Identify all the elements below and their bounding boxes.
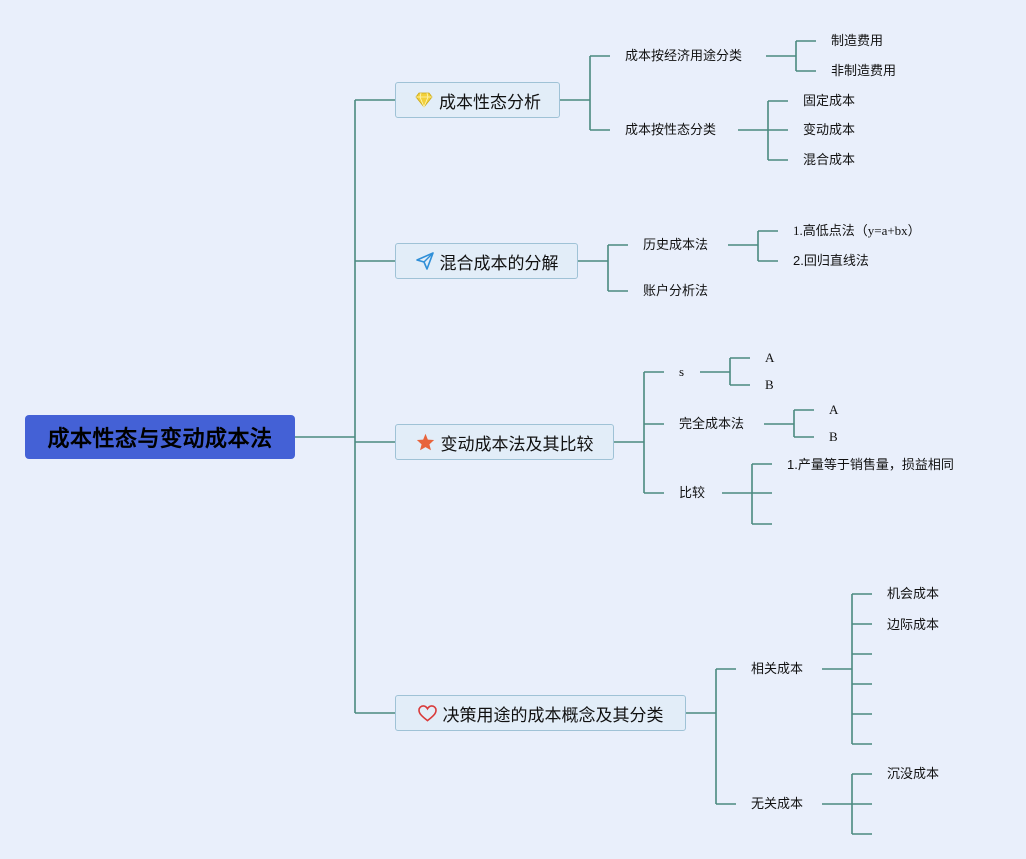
subtopic-relevant-cost[interactable]: 相关成本 bbox=[751, 661, 804, 676]
heart-icon bbox=[418, 703, 438, 723]
leaf-non-manufacturing-cost[interactable]: 非制造费用 bbox=[831, 63, 897, 78]
branch-label: 变动成本法及其比较 bbox=[440, 434, 594, 454]
leaf-manufacturing-overhead[interactable]: 制造费用 bbox=[831, 33, 884, 48]
subtopic-s[interactable]: s bbox=[679, 364, 685, 379]
subtopic-absorption-costing[interactable]: 完全成本法 bbox=[679, 416, 745, 431]
subtopic-economic-use[interactable]: 成本按经济用途分类 bbox=[625, 48, 743, 63]
connector-root bbox=[295, 99, 395, 714]
connector-b3-c3 bbox=[722, 463, 772, 525]
connector-b4-c1 bbox=[822, 593, 872, 745]
connector-branch-2 bbox=[578, 244, 628, 292]
connector-b1-c2 bbox=[738, 100, 788, 161]
star-icon bbox=[416, 432, 436, 452]
leaf-fixed-cost[interactable]: 固定成本 bbox=[803, 93, 856, 108]
branch-label: 混合成本的分解 bbox=[439, 253, 559, 273]
leaf-opportunity-cost[interactable]: 机会成本 bbox=[887, 586, 940, 601]
leaf-marginal-cost[interactable]: 边际成本 bbox=[887, 617, 940, 632]
connector-b3-c1 bbox=[700, 357, 750, 386]
leaf-mixed-cost[interactable]: 混合成本 bbox=[803, 152, 856, 167]
connector-b1-c1 bbox=[766, 40, 816, 72]
branch-label: 成本性态分析 bbox=[439, 92, 541, 112]
paper-plane-icon bbox=[415, 251, 435, 271]
branch-cost-behavior-analysis[interactable]: 成本性态分析 bbox=[395, 82, 560, 118]
leaf-b[interactable]: B bbox=[829, 429, 838, 444]
subtopic-irrelevant-cost[interactable]: 无关成本 bbox=[751, 796, 804, 811]
leaf-variable-cost[interactable]: 变动成本 bbox=[803, 122, 856, 137]
leaf-a[interactable]: A bbox=[829, 402, 839, 417]
leaf-sunk-cost[interactable]: 沉没成本 bbox=[887, 766, 940, 781]
branch-decision-cost-concepts[interactable]: 决策用途的成本概念及其分类 bbox=[395, 695, 686, 731]
leaf-a[interactable]: A bbox=[765, 350, 775, 365]
root-topic[interactable]: 成本性态与变动成本法 bbox=[25, 415, 295, 459]
leaf-high-low-method[interactable]: 1.高低点法（y=a+bx） bbox=[793, 223, 921, 238]
root-topic-label: 成本性态与变动成本法 bbox=[47, 426, 273, 451]
connector-b2-c1 bbox=[728, 230, 778, 262]
connector-branch-3 bbox=[614, 371, 664, 494]
branch-label: 决策用途的成本概念及其分类 bbox=[442, 705, 664, 725]
subtopic-cost-behavior[interactable]: 成本按性态分类 bbox=[625, 122, 717, 137]
leaf-regression-method[interactable]: 2.回归直线法 bbox=[793, 253, 869, 268]
branch-variable-costing[interactable]: 变动成本法及其比较 bbox=[395, 424, 614, 460]
diamond-icon bbox=[414, 90, 434, 110]
subtopic-account-analysis[interactable]: 账户分析法 bbox=[643, 283, 709, 298]
subtopic-historical-cost-method[interactable]: 历史成本法 bbox=[643, 237, 709, 252]
branch-mixed-cost-decomposition[interactable]: 混合成本的分解 bbox=[395, 243, 578, 279]
leaf-b[interactable]: B bbox=[765, 377, 774, 392]
subtopic-comparison[interactable]: 比较 bbox=[679, 485, 706, 500]
connector-b3-c2 bbox=[764, 409, 814, 438]
connector-branch-1 bbox=[560, 55, 610, 131]
connector-b4-c2 bbox=[822, 773, 872, 835]
connector-branch-4 bbox=[686, 668, 736, 805]
leaf-equal-output-sales[interactable]: 1.产量等于销售量，损益相同 bbox=[787, 457, 954, 472]
